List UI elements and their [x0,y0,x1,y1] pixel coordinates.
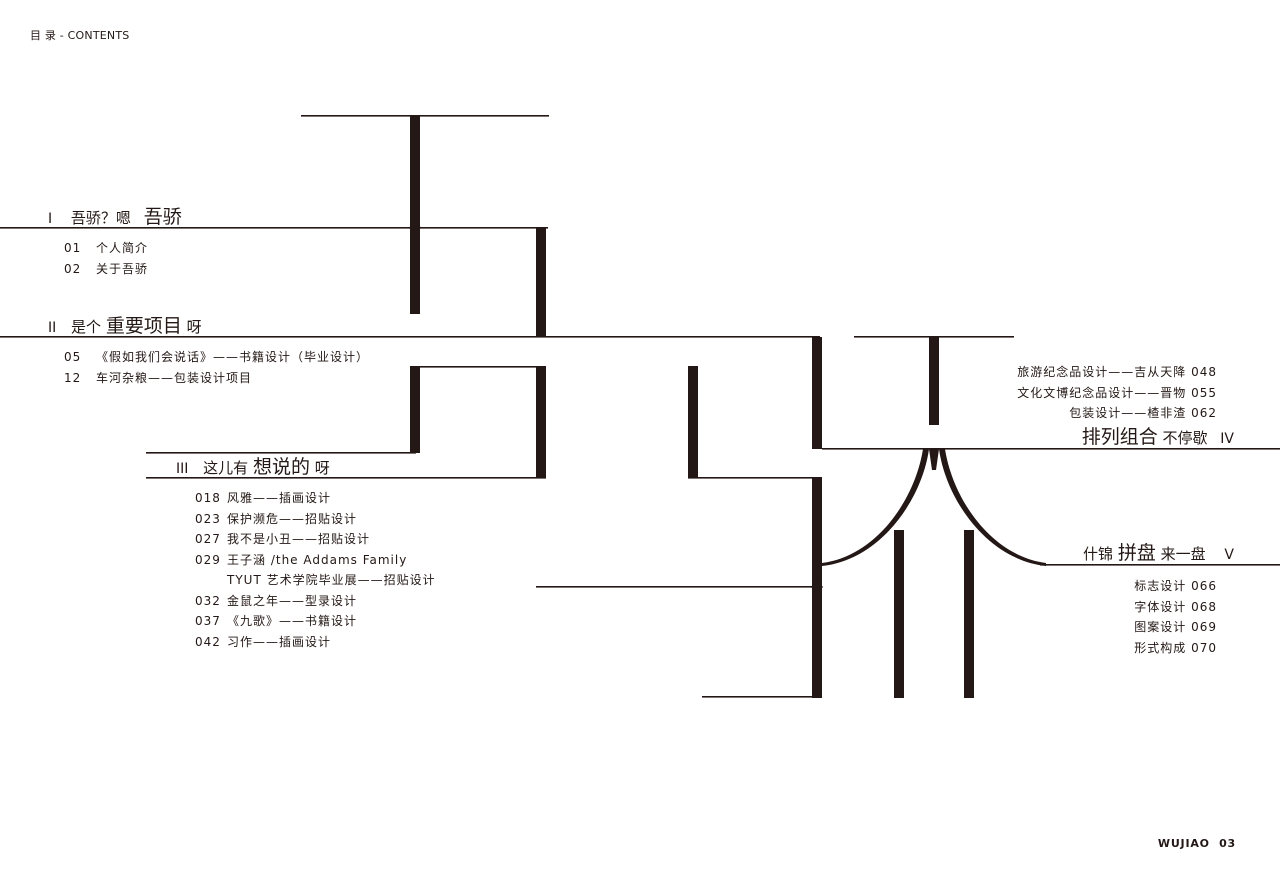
stroke-v3 [410,366,420,453]
rule-section-3b [688,477,822,479]
rule-left-mid [146,452,416,454]
list-item[interactable]: 文化文博纪念品设计——晋物 055 [1017,385,1217,400]
footer-brand: WUJIAO [1157,837,1210,850]
curve-right [939,449,1046,566]
curve-left [822,449,929,566]
section-5-numeral: V [1224,547,1234,563]
stroke-v1 [410,116,420,314]
section-3-title-big: 想说的 [252,456,310,478]
joint-1 [409,220,421,235]
stroke-v2 [536,228,546,337]
section-4-title-post: 不停歇 [1162,429,1208,447]
joint-2 [811,580,823,594]
stroke-v7 [929,337,939,425]
section-5-title: 什锦 拼盘 来一盘 V [1083,543,1234,565]
section-2-title-post: 呀 [186,318,202,336]
section-5-title-big: 拼盘 [1117,542,1156,564]
section-3-title-post: 呀 [314,459,330,477]
list-item[interactable]: 形式构成 070 [1134,640,1217,655]
section-3-title-pre: 这儿有 [203,459,249,477]
stroke-v10 [964,530,974,698]
list-item[interactable]: 037《九歌》——书籍设计 [195,614,358,628]
section-4-title-big: 排列组合 [1081,426,1158,448]
section-1-title-pre: 吾骄？嗯 [70,209,131,227]
list-item[interactable]: 旅游纪念品设计——吉从天降 048 [1017,365,1217,379]
rule-section-3 [146,477,546,479]
stroke-v9 [894,530,904,698]
list-item[interactable]: 05《假如我们会说话》——书籍设计（毕业设计） [64,350,370,364]
section-2-title-pre: 是个 [71,318,102,336]
list-item[interactable]: 图案设计 069 [1134,620,1217,634]
footer-page-number: 03 [1219,837,1236,850]
curve-stem [929,449,939,470]
section-5-title-post: 来一盘 [1160,545,1206,563]
section-1-numeral: I [48,211,53,227]
section-5-title-pre: 什锦 [1083,545,1114,563]
rule-section-4 [822,448,1280,450]
section-3-numeral: III [176,461,189,477]
rule-section-5 [1040,564,1280,566]
stroke-v4 [536,366,546,478]
page-header: 目 录 - CONTENTS [30,29,130,42]
rule-top [301,115,549,117]
section-2-numeral: II [48,320,57,336]
section-2-title-big: 重要项目 [105,315,182,337]
rule-box-top [410,366,546,368]
stroke-v6 [812,337,822,449]
section-1-title: I 吾骄？嗯 吾骄 [48,207,182,229]
rule-sub-2 [854,336,1014,338]
page-footer: WUJIAO 03 [1158,837,1236,850]
stroke-v5 [688,366,698,478]
list-item[interactable]: 字体设计 068 [1134,599,1217,614]
rule-mid-bridge [536,586,812,588]
list-item[interactable]: 包装设计——楂非渣 062 [1069,406,1217,420]
list-item-continuation: TYUT 艺术学院毕业展——招贴设计 [227,573,436,587]
section-4-title: 排列组合 不停歇 IV [1082,427,1234,449]
section-4-numeral: IV [1220,431,1234,447]
section-3-title: III 这儿有 想说的 呀 [176,457,330,479]
rule-section-1 [0,227,548,229]
list-item[interactable]: 标志设计 066 [1134,579,1217,593]
rule-bottom [702,696,812,698]
rule-section-2 [0,336,820,338]
section-5-items: 标志设计 066 字体设计 068 图案设计 069 形式构成 070 [1134,576,1217,658]
section-2-title: II 是个 重要项目 呀 [48,316,202,338]
section-4-items: 旅游纪念品设计——吉从天降 048 文化文博纪念品设计——晋物 055 包装设计… [1017,362,1217,424]
section-1-title-big: 吾骄 [143,206,182,228]
